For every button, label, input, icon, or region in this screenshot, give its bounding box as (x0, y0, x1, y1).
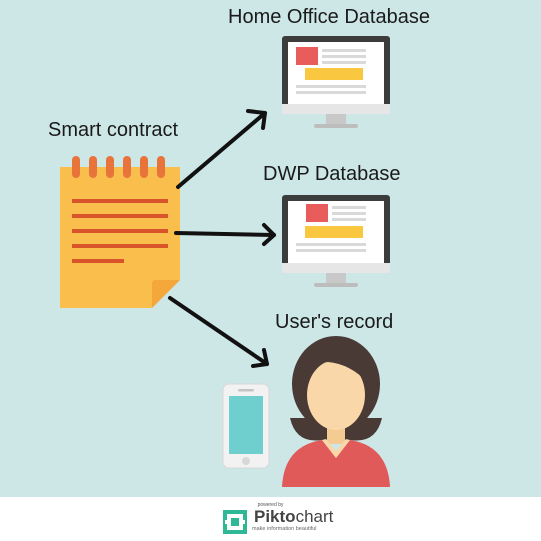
home-office-database-label: Home Office Database (228, 6, 430, 28)
arrow-to-dwp (174, 223, 276, 246)
powered-by-text: powered by (257, 502, 284, 508)
arrow-to-users-record (168, 296, 269, 368)
notepad-icon (60, 156, 180, 308)
user-avatar-icon (282, 336, 390, 487)
home-office-monitor-icon (282, 36, 390, 128)
dwp-database-label: DWP Database (263, 163, 401, 185)
tagline-text: make information beautiful (252, 526, 317, 532)
brand-part-2: chart (295, 507, 334, 526)
footer (0, 497, 541, 541)
arrow-to-home-office (176, 109, 267, 189)
dwp-monitor-icon (282, 195, 390, 287)
piktochart-brand: Piktochart (254, 507, 333, 527)
piktochart-logo-icon (223, 510, 247, 534)
brand-part-1: Pikto (254, 507, 296, 526)
smart-contract-label: Smart contract (48, 119, 179, 141)
phone-icon (222, 383, 270, 469)
users-record-label: User's record (275, 311, 394, 333)
diagram-artwork (60, 36, 390, 487)
